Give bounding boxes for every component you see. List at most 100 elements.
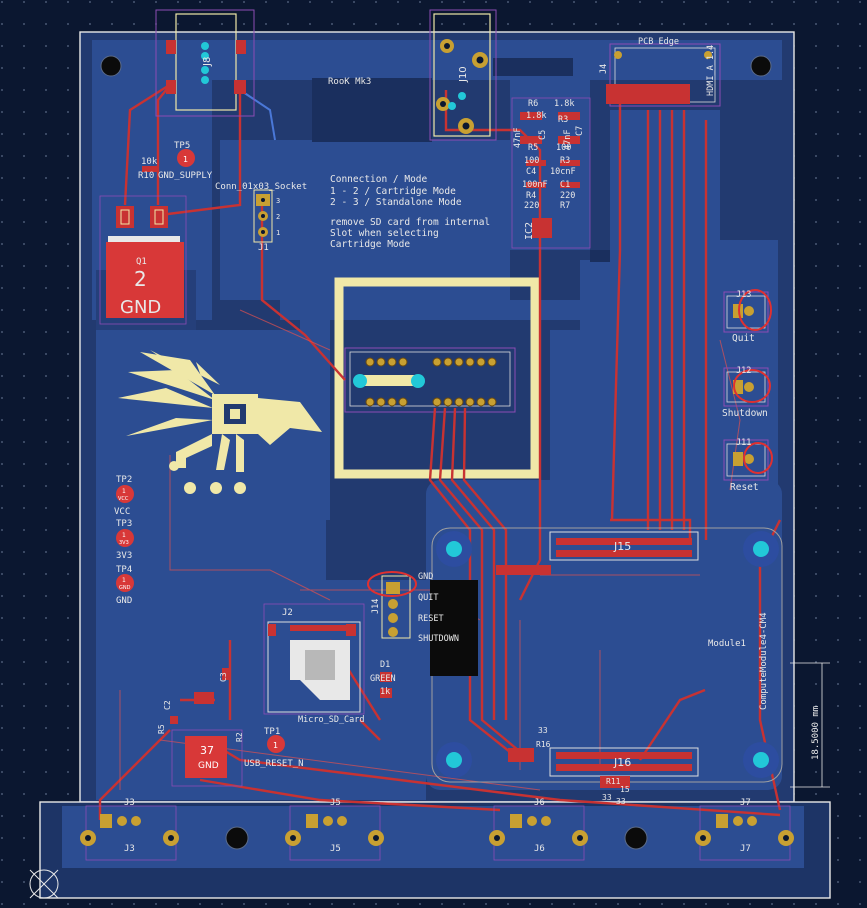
r4-value: 220 <box>524 201 539 211</box>
j7-ref: J7 <box>740 844 751 854</box>
tp3-pad-net: 3V3 <box>119 540 129 546</box>
tp5-testpoint[interactable]: TP5 1 GND_SUPPLY <box>158 141 213 181</box>
dimension-measure <box>790 662 830 788</box>
copper-pour-zones <box>92 40 782 800</box>
micro-sd-slot[interactable]: J2 Micro_SD_Card <box>263 603 365 725</box>
mounting-holes <box>100 55 772 850</box>
c1-ref: C1 <box>560 180 570 190</box>
button-quit[interactable]: J13 Quit <box>723 289 772 344</box>
r10-ref: R10 <box>138 171 154 181</box>
c1-value: 10cnF <box>550 167 576 177</box>
n33b-label: 33 <box>602 793 612 802</box>
r-1k-value: 1k <box>380 687 390 697</box>
r5b-ref: R5 <box>157 724 166 734</box>
r6-ref: R6 <box>528 99 538 109</box>
board-title: RooK Mk3 <box>328 77 371 87</box>
d1-led[interactable]: D1 GREEN 1k <box>370 660 396 698</box>
r10-value: 10k <box>141 157 158 167</box>
tp1-net: USB_RESET_N <box>244 759 304 769</box>
j6-ref: J6 <box>534 844 545 854</box>
j1-pin-2: 2 <box>276 213 280 221</box>
usb-hub-num: 37 <box>200 744 214 757</box>
j3-ref: J3 <box>124 844 135 854</box>
usb-hub-ic[interactable]: 37 GND <box>171 729 243 787</box>
passive-components: R6 1.8k 1.8k R3 47nF C5 47nF C7 R5 100 1… <box>511 97 591 249</box>
button-reset[interactable]: J11 Reset <box>723 438 773 493</box>
j7-connector[interactable]: J7 J7 <box>695 798 794 861</box>
tp5-net: GND_SUPPLY <box>158 171 213 181</box>
j10-connector[interactable]: J10 <box>429 9 497 141</box>
rook-logo <box>118 350 322 494</box>
small-passives-left: C2 R5 R2 C3 <box>157 668 244 742</box>
n33c-label: 33 <box>616 797 626 806</box>
cartridge-pin <box>443 397 453 407</box>
cartridge-pin <box>487 357 497 367</box>
c6-value: 47nF <box>513 128 523 148</box>
tp4-testpoint[interactable]: TP4 1 GND GND <box>116 565 134 606</box>
cartridge-pin <box>465 397 475 407</box>
cartridge-pin <box>443 357 453 367</box>
d1-ref: D1 <box>380 660 390 670</box>
c3-ref: C3 <box>219 672 228 682</box>
tp2-net: VCC <box>114 507 130 517</box>
j8-ref: J8 <box>202 57 213 67</box>
j6-connector[interactable]: J6 J6 <box>489 798 588 861</box>
c4-ref: C4 <box>526 167 536 177</box>
j3-connector[interactable]: J3 J3 <box>80 798 179 861</box>
r6-value: 1.8k <box>554 99 574 109</box>
q1-transistor[interactable]: Q1 2 GND <box>99 195 187 325</box>
j10-ref: J10 <box>458 66 469 83</box>
j3-ref-top: J3 <box>124 798 135 808</box>
n15-label: 15 <box>620 785 630 794</box>
c2-ref: C2 <box>163 700 172 710</box>
tp2-pad-net: VCC <box>118 496 129 502</box>
j6-ref-top: J6 <box>534 798 545 808</box>
r10-resistor[interactable]: 10k R10 <box>138 157 158 181</box>
q1-pin: 2 <box>134 267 147 291</box>
cartridge-connector[interactable] <box>344 347 516 413</box>
n33-label: 33 <box>538 726 548 735</box>
cartridge-pin <box>454 397 464 407</box>
cartridge-pin <box>465 357 475 367</box>
cartridge-pin <box>376 357 386 367</box>
keepout-areas <box>312 58 610 262</box>
ic2-ref: IC2 <box>524 222 535 240</box>
j8-connector[interactable]: J8 <box>155 9 255 117</box>
q1-net: GND <box>120 297 161 318</box>
j14-pin-reset: RESET <box>418 614 444 624</box>
module-label: Module1 <box>708 639 746 649</box>
tp2-testpoint[interactable]: TP2 1 VCC VCC <box>114 475 134 517</box>
hdmi-connector[interactable]: PCB Edge HDMI_A_1.4 J4 <box>599 37 721 107</box>
tp5-ref: TP5 <box>174 141 190 151</box>
j2-ref: J2 <box>282 608 293 618</box>
tp3-testpoint[interactable]: TP3 1 3V3 3V3 <box>116 519 134 561</box>
r3-ref: R3 <box>560 156 570 166</box>
r3-ref-top: R3 <box>558 115 568 125</box>
shutdown-label: Shutdown <box>722 408 768 419</box>
j1-jumper[interactable]: Conn_01x03_Socket 3 2 1 J1 <box>215 182 307 253</box>
r100b-value: 100 <box>524 156 539 166</box>
j15-connector[interactable]: J15 <box>549 531 699 561</box>
tp5-pad: 1 <box>183 155 188 164</box>
c5-ref: C5 <box>538 130 548 140</box>
r100-value: 100 <box>556 143 571 153</box>
note-line-5: Slot when selecting <box>330 228 439 239</box>
pcb-edge-label: PCB Edge <box>638 37 679 47</box>
j5-connector[interactable]: J5 J5 <box>285 798 384 861</box>
tp1-testpoint[interactable]: TP1 1 USB_RESET_N <box>244 727 304 769</box>
cartridge-pin <box>398 357 408 367</box>
j14-header[interactable]: J14 GND QUIT RESET SHUTDOWN <box>367 571 459 644</box>
j1-ref: J1 <box>258 243 269 253</box>
r5-value: 1.8k <box>526 111 546 121</box>
tp1-pad: 1 <box>273 741 278 750</box>
cartridge-pin <box>487 397 497 407</box>
dimension-text: 18.5000 mm <box>811 706 821 760</box>
cartridge-pin <box>365 357 375 367</box>
tp2-ref: TP2 <box>116 475 132 485</box>
usb-hub-net: GND <box>198 761 219 771</box>
button-shutdown[interactable]: J12 Shutdown <box>722 366 771 419</box>
quit-ref: J13 <box>736 290 751 300</box>
cartridge-pin <box>476 357 486 367</box>
